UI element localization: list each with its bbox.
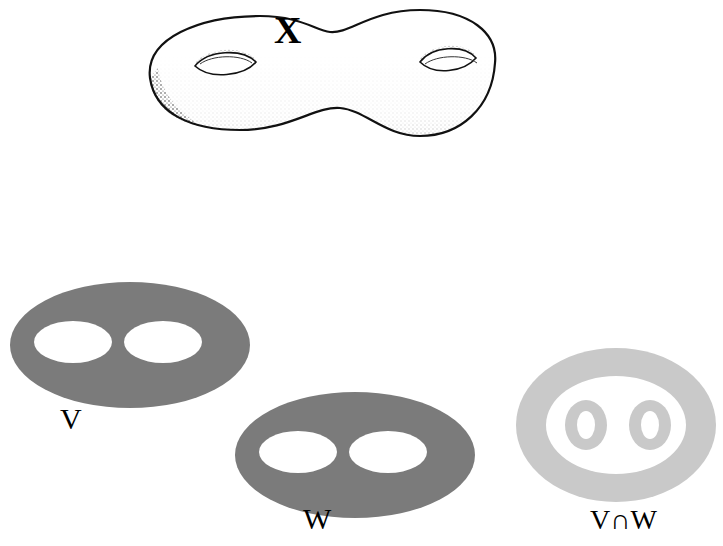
ring-hole	[577, 411, 595, 439]
grey-region	[235, 392, 475, 518]
surface-hole	[195, 53, 256, 75]
shape-outline	[233, 390, 483, 542]
region-hole	[34, 321, 112, 363]
overlap-ring	[629, 400, 671, 450]
shape-outline	[8, 280, 258, 445]
region-label: V∩W	[590, 505, 657, 536]
overlap-region	[516, 348, 716, 502]
grey-region	[10, 282, 250, 408]
region-hole	[259, 431, 337, 473]
surface-body	[150, 10, 496, 136]
region-label: X	[274, 10, 301, 52]
open-set-region: W	[233, 390, 483, 542]
hole-rim	[200, 57, 252, 64]
surface-hole	[420, 49, 476, 71]
region-label: W	[303, 502, 331, 535]
intersection-region: V∩W	[510, 345, 722, 543]
open-set-region: V	[8, 280, 258, 445]
region-label: V	[60, 402, 82, 435]
surface-shading	[150, 10, 496, 136]
shape-outline	[140, 8, 510, 193]
surface-outline	[150, 10, 496, 136]
ring-hole	[641, 411, 659, 439]
region-hole	[349, 431, 427, 473]
hole-rim	[425, 57, 477, 64]
surface-figure: X	[140, 8, 510, 193]
overlap-ring	[565, 400, 607, 450]
region-hole	[124, 321, 202, 363]
overlap-gap	[546, 376, 686, 474]
